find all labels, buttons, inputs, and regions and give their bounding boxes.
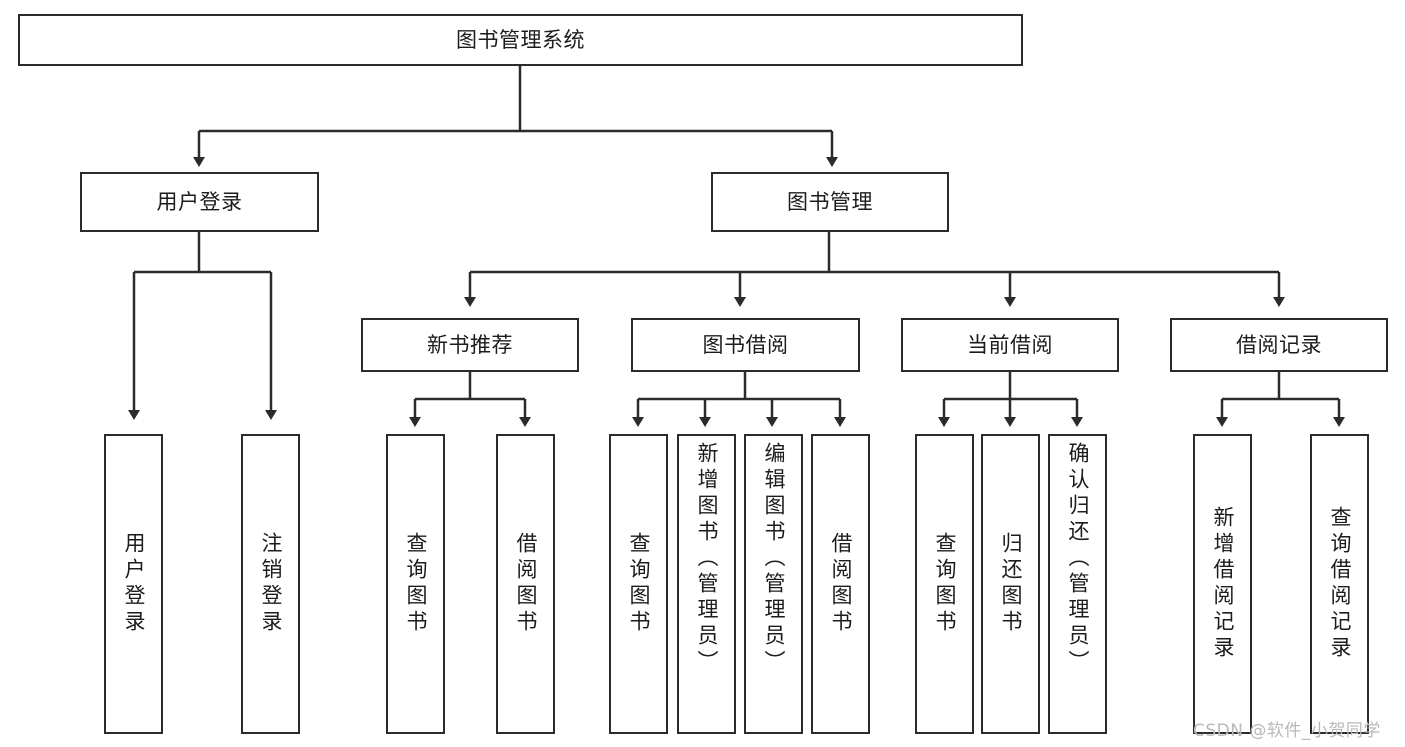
node-leaf-add-borrow-record[interactable]: 新增借阅记录 xyxy=(1193,434,1252,734)
node-leaf-borrow-book-borrowing[interactable]: 借阅图书 xyxy=(811,434,870,734)
node-leaf-edit-book-admin[interactable]: 编辑图书（管理员） xyxy=(744,434,803,734)
node-leaf-return-book[interactable]: 归还图书 xyxy=(981,434,1040,734)
node-label: 图书管理系统 xyxy=(456,27,585,52)
node-leaf-user-login[interactable]: 用户登录 xyxy=(104,434,163,734)
node-label: 注销登录 xyxy=(259,532,284,636)
node-label: 借阅图书 xyxy=(514,532,539,636)
node-leaf-logout[interactable]: 注销登录 xyxy=(241,434,300,734)
node-book-borrowing[interactable]: 图书借阅 xyxy=(631,318,860,372)
csdn-watermark: CSDN @软件_小贺同学 xyxy=(1193,721,1381,741)
node-book-management[interactable]: 图书管理 xyxy=(711,172,949,232)
node-label: 查询图书 xyxy=(933,532,958,636)
node-leaf-query-borrow-record[interactable]: 查询借阅记录 xyxy=(1310,434,1369,734)
node-user-login[interactable]: 用户登录 xyxy=(80,172,319,232)
node-label: 查询借阅记录 xyxy=(1328,506,1353,662)
node-leaf-query-book-borrowing[interactable]: 查询图书 xyxy=(609,434,668,734)
node-label: 新书推荐 xyxy=(427,332,513,357)
node-label: 编辑图书（管理员） xyxy=(762,442,787,676)
node-label: 当前借阅 xyxy=(967,332,1053,357)
node-leaf-borrow-book-recommendation[interactable]: 借阅图书 xyxy=(496,434,555,734)
node-label: 图书管理 xyxy=(787,189,873,214)
node-label: 查询图书 xyxy=(627,532,652,636)
node-label: 借阅图书 xyxy=(829,532,854,636)
node-borrowing-record[interactable]: 借阅记录 xyxy=(1170,318,1388,372)
node-leaf-query-book-current[interactable]: 查询图书 xyxy=(915,434,974,734)
node-label: 借阅记录 xyxy=(1236,332,1322,357)
node-label: 用户登录 xyxy=(156,189,243,214)
node-leaf-add-book-admin[interactable]: 新增图书（管理员） xyxy=(677,434,736,734)
node-label: 新增图书（管理员） xyxy=(695,442,720,676)
node-label: 图书借阅 xyxy=(702,332,789,357)
node-current-borrowing[interactable]: 当前借阅 xyxy=(901,318,1119,372)
node-label: 用户登录 xyxy=(122,532,147,636)
node-label: 新增借阅记录 xyxy=(1211,506,1236,662)
node-label: 查询图书 xyxy=(404,532,429,636)
node-leaf-query-book-recommendation[interactable]: 查询图书 xyxy=(386,434,445,734)
node-leaf-confirm-return-admin[interactable]: 确认归还（管理员） xyxy=(1048,434,1107,734)
node-label: 确认归还（管理员） xyxy=(1066,442,1091,676)
node-label: 归还图书 xyxy=(999,532,1024,636)
node-book-management-system[interactable]: 图书管理系统 xyxy=(18,14,1023,66)
node-new-book-recommendation[interactable]: 新书推荐 xyxy=(361,318,579,372)
